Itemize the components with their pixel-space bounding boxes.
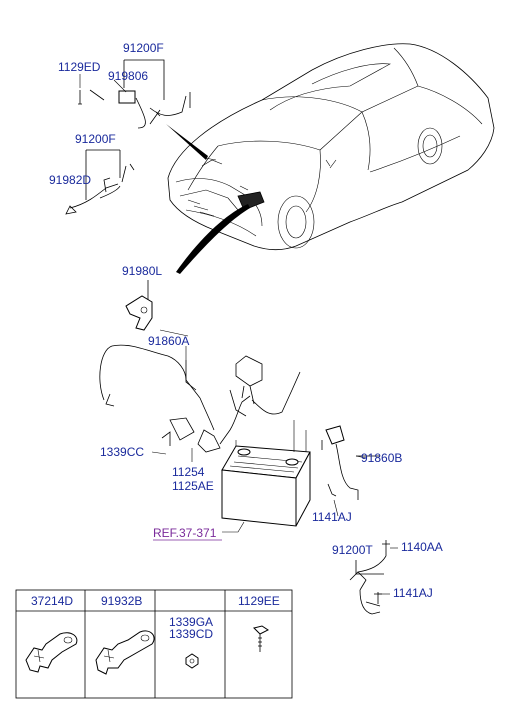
terminal-91932b-illustration xyxy=(95,630,155,675)
label-ref-37-371: REF.37-371 xyxy=(153,526,217,540)
pointer-wedge-upper xyxy=(166,124,208,160)
label-1129ed: 1129ED xyxy=(58,60,101,74)
label-1339cc: 1339CC xyxy=(100,445,144,459)
label-1125ae: 1125AE xyxy=(172,479,214,493)
table-header-4: 1129EE xyxy=(238,594,280,608)
label-919806: 919806 xyxy=(108,69,148,83)
label-91982d: 91982D xyxy=(49,173,91,187)
leader-lines xyxy=(79,74,398,595)
cable-91860b xyxy=(321,425,380,500)
label-91860a: 91860A xyxy=(148,334,189,348)
car-illustration xyxy=(167,43,495,251)
terminal-37214d-illustration xyxy=(25,632,78,673)
battery xyxy=(221,420,311,527)
label-11254: 11254 xyxy=(172,465,205,479)
nut-icon xyxy=(185,653,199,669)
cable-91200t xyxy=(349,540,390,615)
label-1140aa: 1140AA xyxy=(401,540,443,554)
label-1141aj-a: 1141AJ xyxy=(312,510,352,524)
label-91200f-mid: 91200F xyxy=(75,132,116,146)
table-cell-1339cd: 1339CD xyxy=(169,627,213,641)
bracket-91980l xyxy=(125,280,153,331)
cable-91200f-top xyxy=(78,59,191,129)
bolt-1129ee-illustration xyxy=(253,625,269,652)
label-1141aj-b: 1141AJ xyxy=(393,586,433,600)
label-91200f-top: 91200F xyxy=(123,41,164,55)
harness-91860a xyxy=(99,344,301,453)
table-cell-1339ga: 1339GA xyxy=(169,615,213,629)
label-91860b: 91860B xyxy=(361,451,402,465)
label-91980l: 91980L xyxy=(122,264,162,278)
label-91200t: 91200T xyxy=(332,543,373,557)
table-header-1: 37214D xyxy=(31,594,73,608)
cable-91200f-mid xyxy=(65,149,135,215)
pointer-wedge-lower xyxy=(176,204,250,274)
table-header-2: 91932B xyxy=(101,594,142,608)
parts-table: 37214D 91932B 1129EE 1339GA 1339CD xyxy=(15,589,293,699)
